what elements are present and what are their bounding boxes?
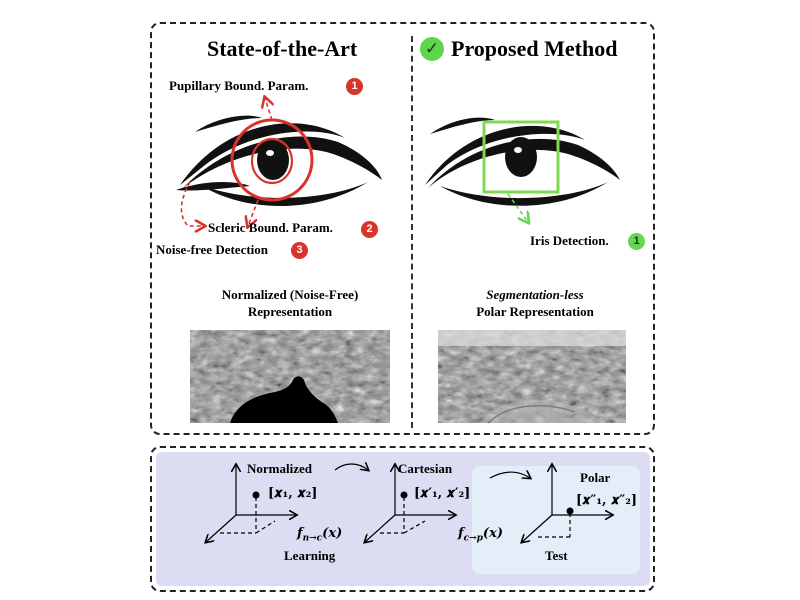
func-c-to-p-arg: (𝒙)	[482, 526, 503, 541]
badge-2: 2	[361, 221, 378, 238]
coord-normalized: [𝒙₁, 𝒙₂]	[268, 486, 318, 501]
func-n-to-c-f: f	[297, 526, 303, 541]
point-cartesian	[400, 491, 408, 499]
func-c-to-p-f: f	[458, 526, 464, 541]
arrow-c-to-p	[489, 472, 530, 478]
bottom-frame	[150, 446, 655, 592]
top-frame	[150, 22, 655, 435]
func-c-to-p-sub: c→p	[463, 533, 483, 544]
right-caption-line2: Polar Representation	[476, 304, 594, 319]
right-caption: Segmentation-less Polar Representation	[430, 286, 640, 320]
axes-cartesian	[365, 465, 455, 542]
arrow-n-to-c	[334, 464, 368, 470]
left-panel-title: State-of-the-Art	[207, 36, 358, 61]
right-panel-title: Proposed Method	[451, 36, 618, 61]
axes-polar	[522, 465, 612, 542]
badge-3: 3	[291, 242, 308, 259]
badge-1: 1	[346, 78, 363, 95]
right-caption-line1: Segmentation-less	[486, 287, 584, 302]
axes-normalized	[206, 465, 296, 542]
point-normalized	[252, 491, 260, 499]
label-normalized: Normalized	[247, 461, 312, 476]
badge-iris-1: 1	[628, 233, 645, 250]
func-n-to-c-arg: (𝒙)	[322, 526, 343, 541]
label-learning: Learning	[284, 548, 336, 563]
label-test: Test	[545, 548, 568, 563]
left-caption-line1: Normalized (Noise-Free)	[221, 287, 359, 302]
right-eye-illustration	[425, 117, 620, 222]
coord-polar: [𝒙″₁, 𝒙″₂]	[576, 493, 638, 508]
label-cartesian: Cartesian	[398, 461, 453, 476]
func-n-to-c: fn→c(𝒙)	[297, 526, 342, 544]
polar-iris-strip	[438, 330, 626, 424]
panel-divider	[411, 36, 413, 428]
label-polar: Polar	[580, 470, 611, 485]
pupillary-label: Pupillary Bound. Param.	[169, 78, 309, 93]
check-icon: ✓	[420, 37, 444, 61]
test-subpanel	[472, 466, 640, 574]
left-eye-illustration	[176, 98, 382, 226]
coord-cartesian: [𝒙′₁, 𝒙′₂]	[414, 486, 471, 501]
left-caption-line2: Representation	[247, 304, 333, 319]
func-c-to-p: fc→p(𝒙)	[458, 526, 503, 544]
func-n-to-c-sub: n→c	[302, 533, 323, 544]
iris-label: Iris Detection.	[530, 233, 609, 248]
left-caption: Normalized (Noise-Free) Representation	[180, 286, 400, 320]
normalized-iris-strip	[190, 330, 390, 423]
scleric-label: Scleric Bound. Param.	[208, 220, 333, 235]
noise-label: Noise-free Detection	[156, 242, 269, 257]
point-polar	[566, 507, 574, 515]
